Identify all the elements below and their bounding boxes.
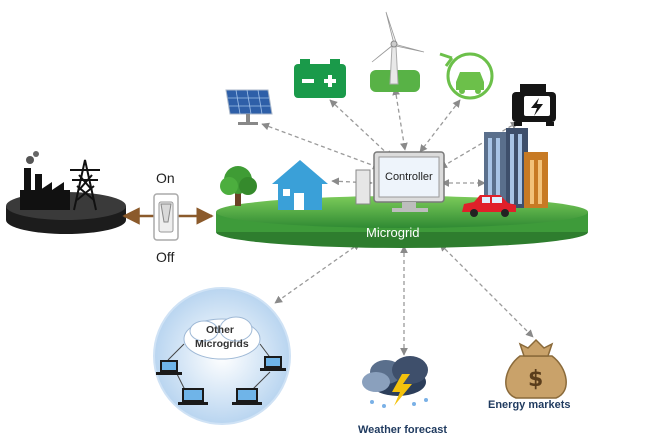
grid-switch[interactable] [153,193,179,241]
controller-label: Controller [385,171,433,183]
weather-forecast-label: Weather forecast [358,424,447,436]
car-icon [462,195,516,217]
power-pylon-icon [70,159,100,211]
wind-turbine-icon [370,11,425,92]
buildings-icon [484,128,548,208]
tree-icon [220,166,257,206]
controller-computer-icon [355,151,445,212]
switch-on-label: On [156,170,175,186]
factory-icon [20,151,70,210]
money-bag-icon: $ [505,338,567,399]
other-microgrids-label-line1: Other [206,324,234,336]
svg-text:$: $ [528,367,543,392]
connector-lines [261,87,534,356]
switch-off-label: Off [156,249,175,265]
battery-icon [294,59,346,98]
weather-cloud-icon [362,356,428,408]
generator-icon [512,84,556,126]
microgrid-label: Microgrid [366,225,419,240]
other-microgrids-label-line2: Microgrids [195,338,249,350]
other-microgrids-cloud [153,287,291,425]
energy-markets-label: Energy markets [488,399,571,411]
ev-charger-icon [439,52,494,100]
house-icon [272,160,328,210]
utility-grid [6,151,126,234]
solar-panel-icon [225,89,273,125]
